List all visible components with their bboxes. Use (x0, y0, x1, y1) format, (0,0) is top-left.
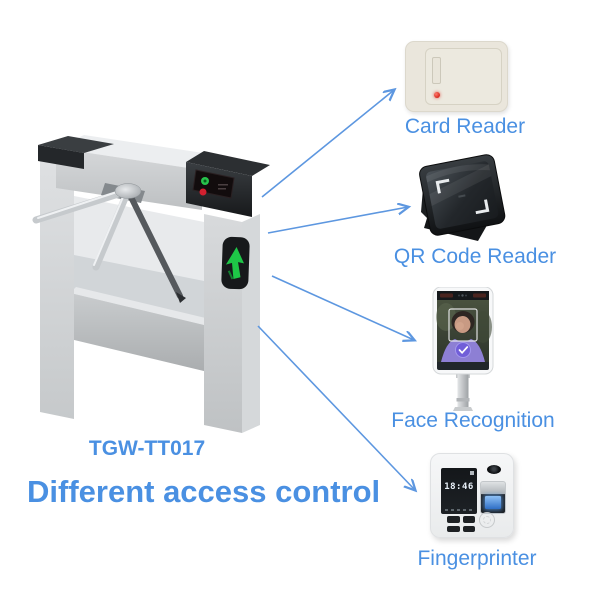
arrow-to-face-recognition (271, 275, 414, 340)
card-reader-panel (425, 48, 502, 105)
product-model-text: TGW-TT017 (88, 437, 206, 460)
tripod-hub (114, 183, 142, 199)
card-reader-label: Card Reader (404, 115, 526, 138)
keypad-key (447, 516, 460, 523)
direction-indicator (221, 236, 250, 290)
brand-emblem-icon (479, 512, 495, 528)
turnstile-reader-housing (186, 151, 270, 217)
card-reader-led (434, 92, 440, 98)
keypad-key (462, 525, 475, 532)
keypad-key (462, 516, 475, 523)
card-reader-image (405, 41, 508, 112)
fingerprinter-keypad (447, 516, 475, 532)
card-reader-slot (432, 57, 441, 84)
qr-code-reader-image (419, 154, 506, 241)
stop-light (199, 188, 207, 196)
face-terminal-pole (453, 374, 473, 411)
turnstile-bottom-beam (70, 287, 214, 372)
fingerprint-sensor-window (485, 496, 501, 509)
fingerprinter-camera-icon (487, 465, 501, 474)
fingerprint-sensor (480, 481, 506, 514)
fingerprinter-image: 18:46 (430, 453, 514, 538)
screen-ticker (445, 509, 473, 511)
qr-code-reader-label: QR Code Reader (393, 245, 557, 268)
ir-illuminators (437, 291, 489, 300)
turnstile-left-pillar (40, 150, 74, 419)
keypad-key (447, 525, 460, 532)
tripod-arms (32, 183, 186, 303)
face-recognition-label: Face Recognition (391, 409, 555, 432)
face-detection-frame (448, 308, 478, 342)
camera-dot-icon (461, 294, 464, 297)
headline-text: Different access control (27, 474, 381, 509)
fingerprinter-label: Fingerprinter (417, 547, 537, 570)
green-arrow-icon (225, 247, 244, 279)
turnstile-image (32, 135, 270, 433)
viewfinder-brackets-icon (435, 178, 490, 215)
fingerprinter-clock: 18:46 (444, 482, 474, 492)
status-icon (470, 471, 474, 475)
turnstile-top-beam (38, 135, 230, 210)
face-recognition-image (432, 287, 494, 411)
turnstile-right-pillar (204, 214, 260, 433)
turnstile-indicator-display (192, 169, 235, 199)
face-photo (436, 300, 492, 362)
face-match-check-icon (455, 342, 471, 358)
fingerprinter-screen: 18:46 (441, 468, 477, 514)
